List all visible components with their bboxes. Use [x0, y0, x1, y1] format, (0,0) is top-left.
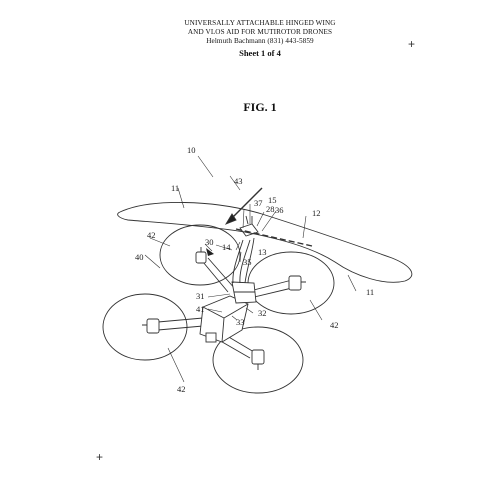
arrow-pointer-30	[206, 248, 214, 256]
inventor-text: Helmuth Bachmann (831) 443-5859	[206, 37, 314, 45]
motor-rear-left	[195, 251, 207, 264]
rotor-disc-front-left	[102, 293, 188, 361]
header-inventor-line: Helmuth Bachmann (831) 443-5859	[100, 30, 420, 48]
figure-label: FIG. 1	[243, 100, 277, 114]
crop-mark-top-right: +	[408, 37, 416, 51]
rotor-disc-front-right	[212, 326, 304, 394]
title-line-1-text: UNIVERSALLY ATTACHABLE HINGED WING	[184, 19, 336, 27]
ref-numeral-11-right: 11	[366, 287, 374, 297]
arm-rear-left	[202, 257, 237, 293]
motor-front-left	[146, 318, 160, 334]
ref-numeral-11-left: 11	[171, 183, 179, 193]
ref-numeral-42-right: 42	[330, 320, 339, 330]
ref-numeral-36: 36	[275, 205, 284, 215]
ref-numeral-33: 33	[236, 317, 245, 327]
drone-body-top-edge	[202, 303, 249, 343]
rotor-disc-rear-left	[159, 224, 241, 286]
ref-numeral-42-bottom: 42	[177, 384, 186, 394]
ref-numeral-35: 35	[243, 257, 252, 267]
ref-numeral-15: 15	[268, 195, 277, 205]
ref-numeral-28: 28	[266, 204, 275, 214]
motor-rear-right	[288, 275, 302, 291]
ref-numeral-32: 32	[258, 308, 267, 318]
title-line-2-text: AND VLOS AID FOR MUTIROTOR DRONES	[187, 28, 333, 36]
ref-numeral-41: 41	[196, 304, 205, 314]
camera-gimbal	[205, 332, 217, 343]
ref-numeral-10: 10	[187, 145, 196, 155]
ref-numeral-31: 31	[196, 291, 205, 301]
ref-numeral-30: 30	[205, 237, 214, 247]
wing-hinge-line	[235, 228, 313, 247]
direction-arrow-head	[224, 213, 237, 225]
hinge-fitting-detail	[245, 215, 253, 225]
hinge-fitting	[239, 223, 259, 237]
crop-mark-bottom-left: +	[96, 450, 104, 464]
leader-lines	[144, 155, 357, 383]
ref-numeral-43: 43	[234, 176, 243, 186]
motor-shafts	[142, 247, 306, 370]
direction-arrow-shaft	[231, 187, 263, 219]
motor-front-right	[251, 349, 265, 365]
mount-block	[231, 281, 257, 304]
header-title-line-2: AND VLOS AID FOR MUTIROTOR DRONES	[100, 21, 420, 39]
ref-numeral-40: 40	[135, 252, 144, 262]
sheet-number: Sheet 1 of 4	[239, 48, 281, 58]
ref-numeral-13: 13	[258, 247, 267, 257]
header-title-line-1: UNIVERSALLY ATTACHABLE HINGED WING	[100, 12, 420, 30]
arm-front-left	[157, 317, 204, 331]
ref-numeral-14: 14	[222, 242, 231, 252]
wing-support-strut	[232, 237, 255, 284]
ref-numeral-37: 37	[254, 198, 263, 208]
ref-numeral-12: 12	[312, 208, 321, 218]
ref-numeral-42-top: 42	[147, 230, 156, 240]
hinged-wing	[117, 201, 413, 283]
